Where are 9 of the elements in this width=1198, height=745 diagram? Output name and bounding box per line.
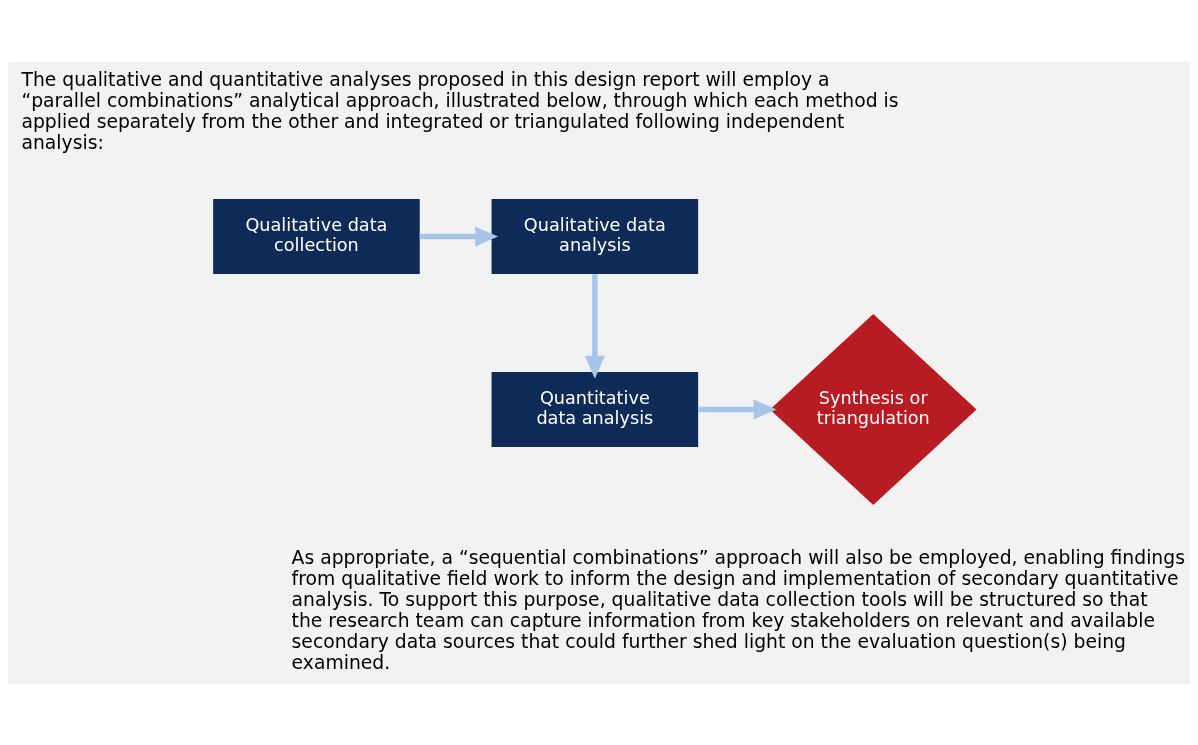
node-box: Quantitative data analysis <box>491 371 699 447</box>
node-box: Qualitative data analysis <box>491 198 699 274</box>
label: As appropriate, a “sequential combinations” approach will also be employed, enabling findings from qualitative field work to inform the design and implementation of secondary quantitative analysis. To support this purpose, qualitative data collection tools will be structured so that the research team can capture information from key stakeholders on relevant and available secondary data sources that could further shed light on the evaluation question(s) being examined. <box>291 546 1185 673</box>
node-diamond: Synthesis or triangulation <box>769 313 977 505</box>
arrow <box>584 273 605 379</box>
arrow <box>419 226 499 247</box>
node-box: Qualitative data collection <box>213 198 420 274</box>
arrow <box>698 398 777 419</box>
label: The qualitative and quantitative analyses proposed in this design report will employ a “parallel combinations” analytical approach, illustrated below, through which each method is applied separately from the other and integrated or triangulated following independent analysis: <box>21 68 899 153</box>
